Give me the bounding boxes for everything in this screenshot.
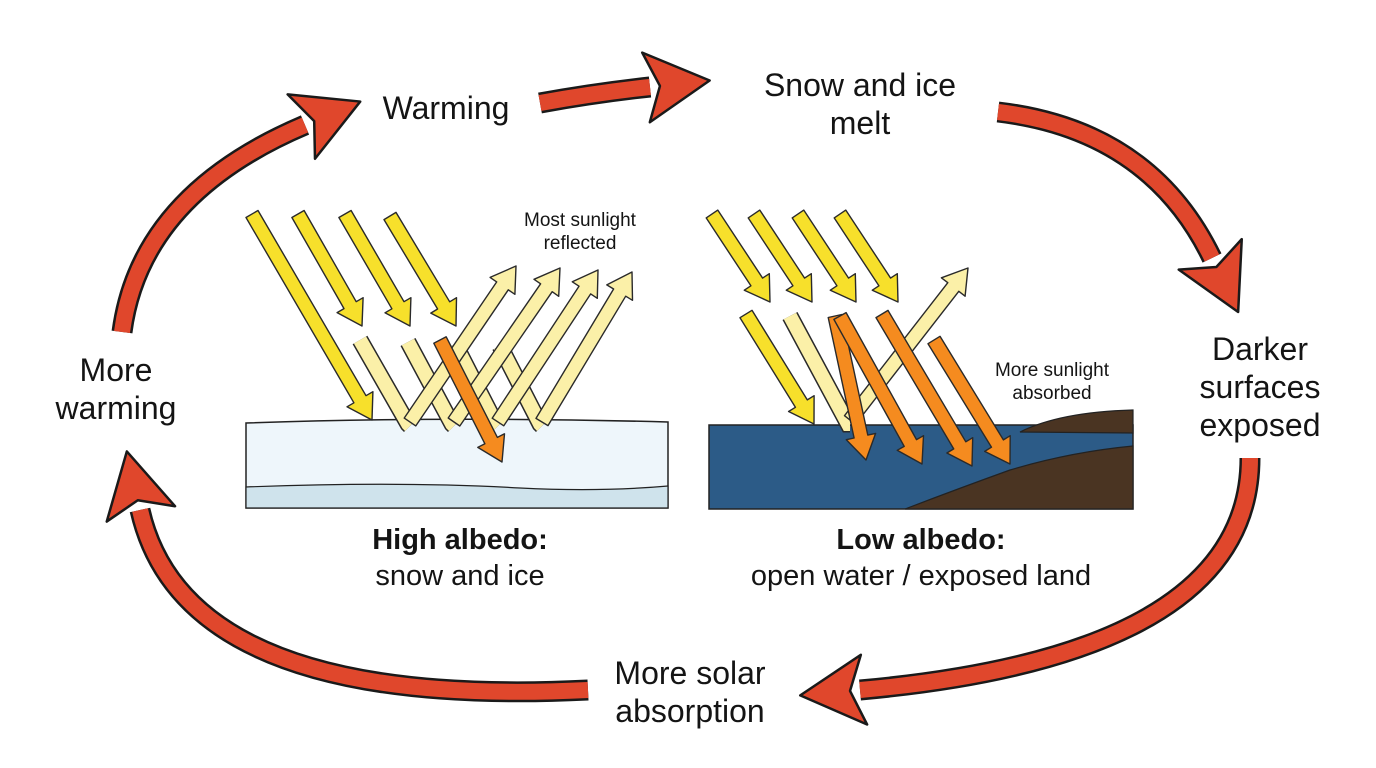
exposed-land-top (1019, 409, 1134, 434)
label-snow-ice-melt: Snow and ice melt (740, 67, 980, 143)
high-reflected-ray-3 (448, 340, 503, 431)
exposed-land-bottom (904, 445, 1134, 510)
high-incoming-ray-1 (245, 209, 374, 421)
note-low-line1: More sunlight (994, 360, 1110, 381)
darker-line1: Darker (1211, 331, 1308, 367)
darker-line3: exposed (1199, 406, 1321, 443)
caption-low-sub: open water / exposed land (750, 560, 1092, 593)
label-darker-surfaces: Darker surfaces exposed (1180, 331, 1340, 444)
melt-line2: melt (829, 104, 891, 141)
arrow-more-warming-to-warming (111, 115, 310, 334)
high-albedo-panel (245, 209, 669, 509)
caption-low-title: Low albedo: (836, 524, 1006, 556)
note-more-absorbed: More sunlight absorbed (962, 359, 1142, 405)
more-warming-line1: More (79, 352, 153, 388)
high-reflected-ray-1 (353, 336, 415, 431)
arrow-melt-to-darker (996, 101, 1222, 263)
high-reflected-ray-2 (401, 338, 459, 431)
melt-line1: Snow and ice (763, 67, 957, 103)
low-incoming-ray-3 (791, 209, 857, 303)
high-reflected-ray-up-4 (535, 271, 634, 427)
low-incoming-ray-4 (833, 209, 899, 303)
caption-high-title: High albedo: (372, 524, 548, 556)
ice-band (245, 483, 669, 509)
label-warming: Warming (366, 90, 526, 128)
high-reflected-ray-up-3 (491, 269, 599, 427)
low-absorbed-ray-2 (833, 311, 925, 465)
high-incoming-ray-2 (291, 209, 364, 327)
note-low-line2: absorbed (1012, 383, 1092, 405)
low-albedo-panel (705, 209, 1134, 510)
low-incoming-ray-1 (705, 209, 771, 303)
low-incoming-ray-2 (747, 209, 813, 303)
caption-high-sub: snow and ice (375, 560, 545, 593)
low-absorbed-ray-4 (927, 335, 1011, 465)
low-incoming-ray-5 (739, 309, 815, 425)
note-high-line1: Most sunlight (524, 210, 636, 231)
darker-line2: surfaces (1199, 368, 1321, 405)
label-more-warming: More warming (36, 352, 196, 428)
solar-line2: absorption (615, 692, 765, 729)
more-warming-line2: warming (55, 389, 177, 426)
caption-high-albedo: High albedo: snow and ice (300, 522, 620, 595)
caption-low-albedo: Low albedo: open water / exposed land (716, 522, 1126, 595)
cycle-arrows (105, 51, 1261, 726)
note-high-line2: reflected (543, 233, 617, 255)
solar-line1: More solar (614, 655, 766, 691)
low-absorbed-ray-3 (875, 309, 974, 467)
high-incoming-ray-4 (383, 211, 458, 327)
high-absorbed-ray (433, 336, 506, 463)
low-reflected-ray (783, 312, 855, 431)
high-reflected-ray-4 (493, 342, 547, 431)
high-reflected-ray-up-1 (403, 265, 517, 427)
warming-text: Warming (382, 90, 510, 126)
label-more-solar-absorption: More solar absorption (590, 655, 790, 731)
note-most-reflected: Most sunlight reflected (490, 209, 670, 255)
high-incoming-ray-3 (338, 209, 412, 327)
